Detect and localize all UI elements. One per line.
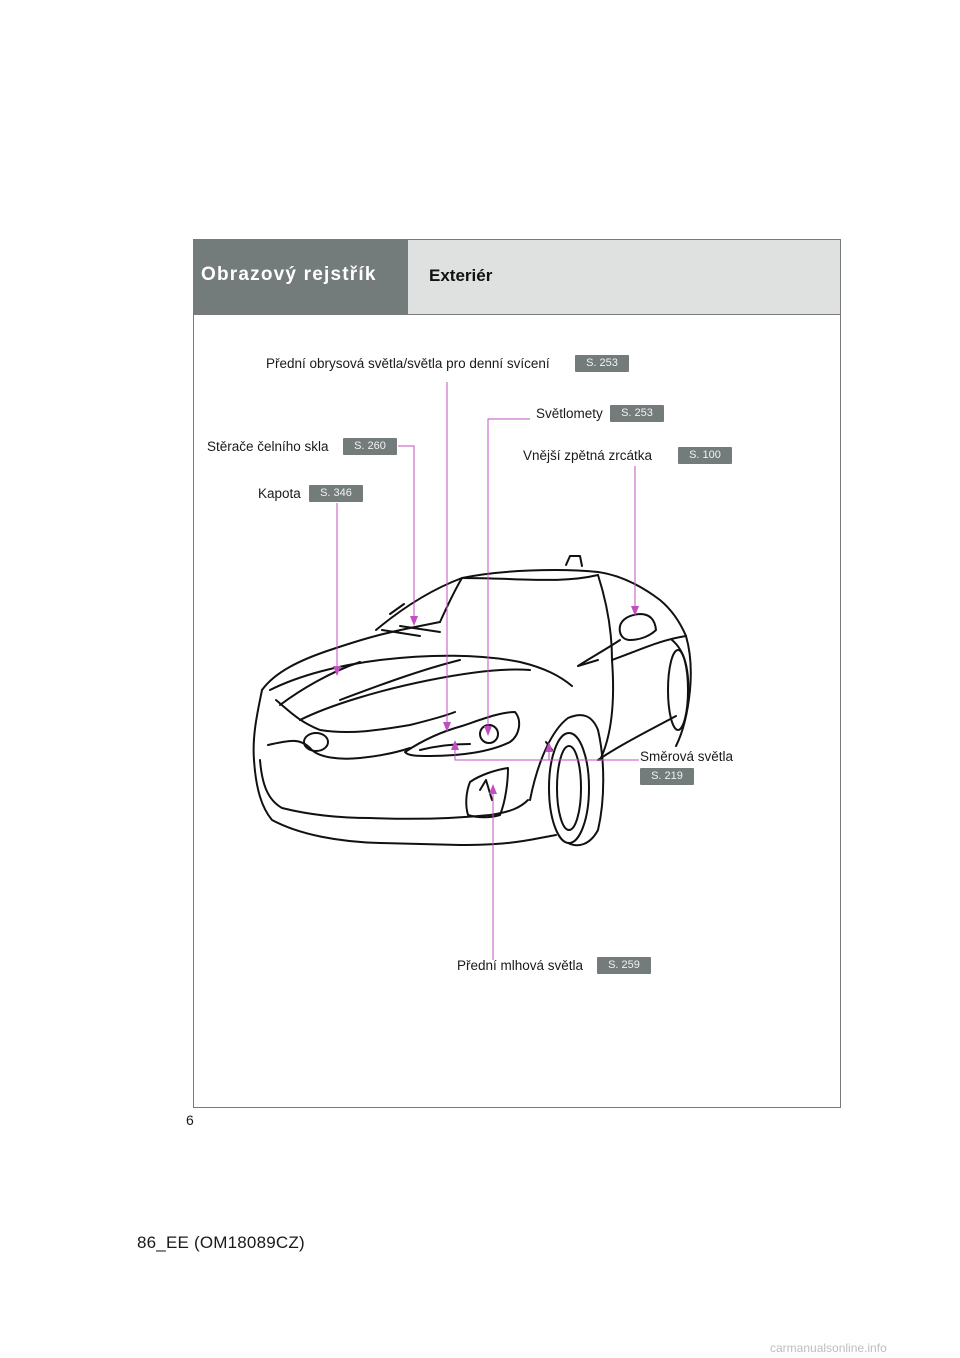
callout-daytime-lights-page[interactable]: S. 253: [575, 355, 629, 372]
callout-wipers-label: Stěrače čelního skla: [207, 439, 329, 454]
leader-wipers: [398, 445, 415, 622]
callout-headlights-page[interactable]: S. 253: [610, 405, 664, 422]
leader-arrowheads: [333, 606, 639, 794]
callout-turn-signals-page[interactable]: S. 219: [640, 768, 694, 785]
page-title: Exteriér: [429, 266, 493, 285]
callout-headlights-label: Světlomety: [536, 406, 603, 421]
leader-headlights: [487, 418, 530, 732]
callout-wipers-page[interactable]: S. 260: [343, 438, 397, 455]
page-number: 6: [186, 1112, 194, 1128]
car-outline: [252, 555, 692, 847]
callout-fog-lights-page[interactable]: S. 259: [597, 957, 651, 974]
callout-turn-signals-label: Směrová světla: [640, 749, 734, 764]
callout-mirrors-label: Vnější zpětná zrcátka: [523, 448, 653, 463]
callout-fog-lights-label: Přední mlhová světla: [457, 958, 584, 973]
section-header: Obrazový rejstřík Exteriér: [194, 240, 840, 315]
document-code: 86_EE (OM18089CZ): [137, 1233, 305, 1252]
callout-mirrors-page[interactable]: S. 100: [678, 447, 732, 464]
watermark: carmanualsonline.info: [770, 1341, 887, 1355]
section-tab: Obrazový rejstřík: [194, 240, 408, 314]
callout-hood-page[interactable]: S. 346: [309, 485, 363, 502]
page-frame: Obrazový rejstřík Exteriér: [193, 239, 841, 1108]
callout-hood-label: Kapota: [258, 486, 301, 501]
leader-lines: [336, 382, 639, 960]
callout-daytime-lights-label: Přední obrysová světla/světla pro denní …: [266, 356, 550, 371]
leader-turn-signals-front: [454, 746, 639, 761]
section-tab-label: Obrazový rejstřík: [201, 264, 377, 285]
